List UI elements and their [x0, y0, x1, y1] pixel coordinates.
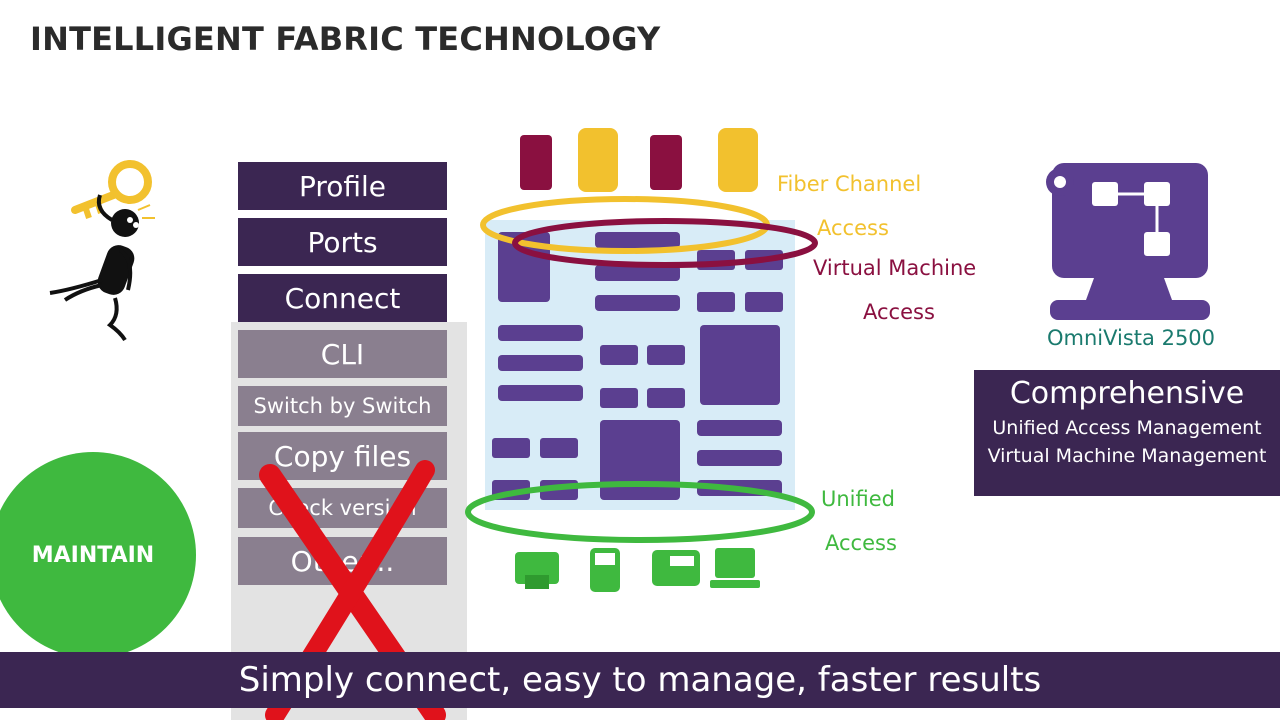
- monitor-diagram-icon: [1046, 163, 1210, 320]
- step-profile: Profile: [238, 162, 447, 210]
- label-unified: Unified: [821, 487, 895, 511]
- legacy-step-cli: CLI: [238, 330, 447, 378]
- label-unified-access: Access: [825, 531, 897, 555]
- computer-icon: [710, 548, 760, 588]
- comprehensive-heading: Comprehensive: [1009, 376, 1245, 411]
- legacy-step-switch: Switch by Switch: [238, 386, 447, 426]
- maintain-circle: MAINTAIN: [0, 452, 196, 658]
- comprehensive-line-2: Virtual Machine Management: [987, 445, 1267, 467]
- comprehensive-line-1: Unified Access Management: [992, 417, 1262, 439]
- label-fiber-access: Access: [817, 216, 889, 240]
- printer-icon: [515, 552, 559, 589]
- page-title: INTELLIGENT FABRIC TECHNOLOGY: [30, 20, 661, 58]
- comprehensive-box: Comprehensive Unified Access Management …: [974, 370, 1280, 496]
- desk-phone-icon: [652, 550, 700, 586]
- label-fiber-channel: Fiber Channel: [777, 172, 922, 196]
- key-icon: [71, 160, 152, 219]
- omnivista-name: OmniVista 2500: [1047, 326, 1216, 350]
- fabric-diagram: [465, 128, 818, 592]
- step-connect: Connect: [238, 274, 447, 322]
- label-virtual-machine: Virtual Machine: [813, 256, 977, 280]
- label-vm-access: Access: [863, 300, 935, 324]
- mobile-phone-icon: [590, 548, 620, 592]
- caption-bar: Simply connect, easy to manage, faster r…: [0, 652, 1280, 708]
- stick-figure-icon: [49, 160, 155, 342]
- storage-icon: [520, 128, 758, 192]
- legacy-step-copy: Copy files: [238, 432, 447, 480]
- step-ports: Ports: [238, 218, 447, 266]
